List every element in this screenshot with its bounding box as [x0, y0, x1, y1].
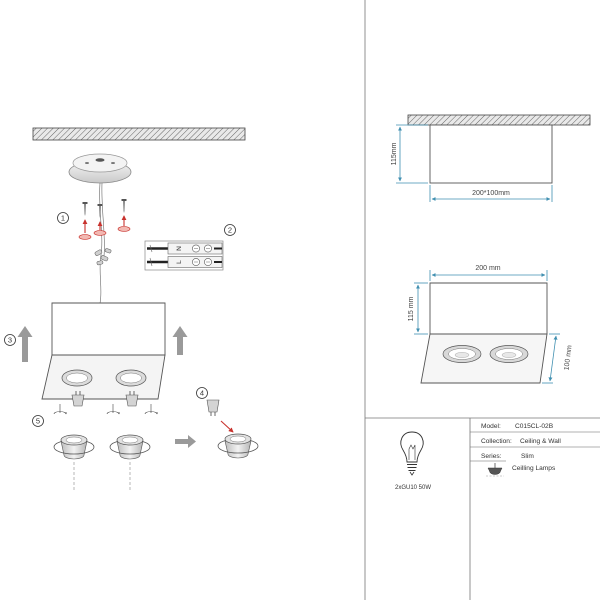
width-dimension-label: 200 mm: [475, 265, 500, 272]
model-value: C015CL-02B: [515, 423, 554, 430]
footprint-dimension-label: 200*100mm: [472, 190, 510, 197]
depth-dimension-line: [548, 335, 558, 382]
step-marker-3: 3: [4, 334, 16, 346]
collection-value: Ceiling & Wall: [520, 438, 561, 445]
mounting-screw-3: [121, 199, 127, 213]
bulb-icon: [400, 431, 424, 476]
model-label: Model:: [481, 423, 501, 430]
wire-connector-cluster: [94, 248, 112, 266]
svg-text:4: 4: [200, 389, 204, 398]
lamp-body: [41, 302, 166, 400]
mounting-screw-2: [97, 204, 103, 218]
lamp-holder-ring-1: [53, 434, 95, 460]
svg-text:2: 2: [228, 226, 232, 235]
svg-text:1: 1: [61, 214, 65, 223]
lamp-spot-2: [489, 345, 529, 363]
next-arrow: [175, 435, 196, 448]
rotate-icon-1: [53, 404, 68, 415]
ceiling-hatch: [32, 127, 246, 141]
rotate-icon-3: [144, 404, 159, 415]
neutral-label: N: [176, 246, 183, 251]
wall-plug-3: [117, 226, 131, 232]
lamp-bottom-face: [420, 333, 548, 384]
insert-arrow: [220, 420, 234, 433]
perspective-height-dimension-label: 115 mm: [408, 296, 415, 321]
series-label: Series:: [481, 453, 502, 460]
depth-dimension-label: 100 mm: [563, 345, 573, 371]
lamp-spot-1: [442, 345, 482, 363]
side-view: 115mm 200*100mm: [391, 114, 591, 202]
lamp-holder-ring-3: [217, 433, 259, 459]
gu10-bulb-1: [71, 391, 85, 407]
wall-plug-2: [93, 230, 107, 236]
lamp-front-face: [429, 282, 548, 335]
lamp-side-outline: [429, 124, 553, 184]
spec-table: 2xGU10 50W Model: C015CL-02B Collection:…: [395, 423, 600, 491]
bulb-spec: 2xGU10 50W: [395, 485, 431, 491]
supply-wire: [99, 182, 105, 304]
ceiling-hatch-side: [407, 114, 591, 126]
lamp-holder-ring-2: [109, 434, 151, 460]
installation-diagram: 1 2 N L 3: [4, 127, 259, 490]
svg-text:5: 5: [36, 417, 40, 426]
ceiling-lamp-icon: [486, 463, 504, 477]
height-dimension-label: 115mm: [391, 142, 398, 165]
collection-label: Collection:: [481, 438, 512, 445]
wall-plug-1: [78, 234, 92, 240]
lift-arrow-right: [172, 326, 188, 355]
step-marker-4: 4: [196, 387, 208, 399]
step-marker-5: 5: [32, 415, 44, 427]
step-marker-1: 1: [57, 212, 69, 224]
perspective-view: 200 mm 115 mm 100 mm: [408, 265, 574, 384]
lift-arrow-left: [17, 326, 33, 362]
mounting-screw-1: [82, 202, 88, 216]
step-marker-2: 2: [224, 224, 236, 236]
svg-text:3: 3: [8, 336, 12, 345]
category-label: Ceilling Lamps: [512, 465, 556, 472]
gu10-bulb-replacement: [206, 399, 220, 416]
series-value: Slim: [521, 453, 534, 460]
live-label: L: [176, 260, 183, 264]
rotate-icon-2: [106, 404, 121, 415]
terminal-block-detail: N L: [144, 240, 224, 271]
ceiling-mount-plate: [68, 153, 132, 184]
gu10-bulb-2: [125, 391, 139, 407]
